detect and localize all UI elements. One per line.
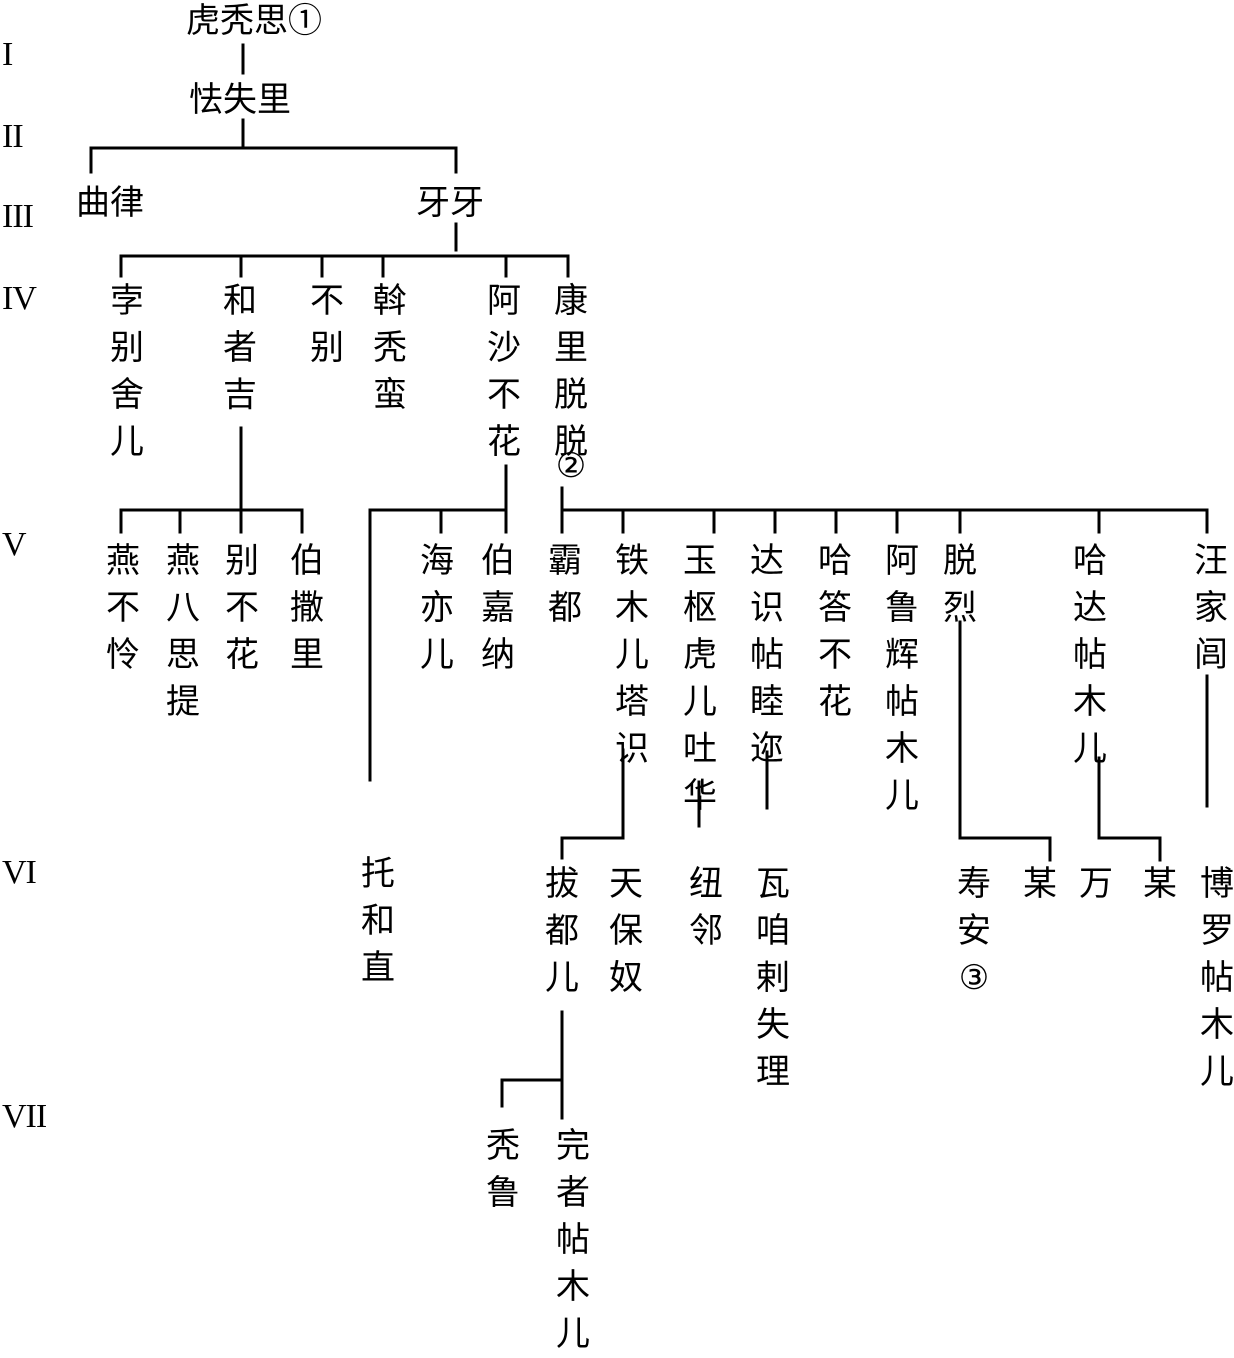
generation-label-2: II (2, 118, 24, 155)
person-bobiesheer: 孛别舍儿 (110, 281, 144, 462)
person-bojiana: 伯嘉纳 (481, 541, 515, 675)
connector-lines (89, 43, 1209, 1120)
person-tiemuertashi: 铁木儿塔识 (615, 541, 649, 769)
person-yushuhuertuhua: 玉枢虎儿吐华 (683, 541, 717, 816)
generation-label-5: V (2, 526, 27, 563)
person-yanbasiti: 燕八思提 (166, 541, 200, 722)
person-ashabuhua: 阿沙不花 (487, 281, 521, 462)
person-niulin: 纽邻 (689, 864, 723, 951)
person-hadabuhua: 哈答不花 (818, 541, 852, 722)
person-hezheji: 和者吉 (223, 281, 257, 415)
person-yanbulian: 燕不怜 (106, 541, 140, 675)
person-tuohezhi: 托和直 (361, 854, 395, 988)
person-bosali: 伯撒里 (290, 541, 324, 675)
person-yaya: 牙牙 (416, 183, 484, 223)
person-kanglituotuo: 康里脱脱 (554, 281, 588, 462)
person-shouan: 寿安 (957, 864, 991, 951)
person-hutusi: 虎秃思① (186, 1, 322, 41)
person-shouan-mark: ③ (958, 958, 990, 998)
person-wotuman: 斡秃蛮 (373, 281, 407, 415)
person-mou-1: 某 (1023, 864, 1057, 904)
person-wan: 万 (1079, 864, 1113, 904)
person-tuolie: 脱烈 (943, 541, 977, 628)
person-tulu: 秃鲁 (486, 1126, 520, 1213)
person-biebuhua: 别不花 (225, 541, 259, 675)
person-dashitiemuji: 达识帖睦迩 (750, 541, 784, 769)
generation-label-3: III (2, 198, 34, 235)
person-baduer: 拔都儿 (545, 864, 579, 998)
person-wanzhetiemuer: 完者帖木儿 (556, 1126, 590, 1354)
person-haiyier: 海亦儿 (420, 541, 454, 675)
person-badu: 霸都 (548, 541, 582, 628)
person-mou-2: 某 (1143, 864, 1177, 904)
generation-label-4: IV (2, 280, 37, 317)
person-boluotiemuer: 博罗帖木儿 (1200, 864, 1234, 1092)
person-aluhuitiemuer: 阿鲁辉帖木儿 (885, 541, 919, 816)
person-tianbaonu: 天保奴 (609, 864, 643, 998)
generation-label-7: VII (2, 1098, 47, 1135)
person-wazalashili: 瓦咱剌失理 (756, 864, 790, 1092)
person-hadatiemuer: 哈达帖木儿 (1073, 541, 1107, 769)
person-qieshili: 怯失里 (189, 80, 291, 120)
person-qulv: 曲律 (76, 183, 144, 223)
person-kanglituotuo-mark: ② (555, 446, 587, 486)
generation-label-1: I (2, 36, 13, 73)
person-wangjialv: 汪家闾 (1194, 541, 1228, 675)
person-bubie: 不别 (310, 281, 344, 368)
generation-label-6: VI (2, 854, 37, 891)
